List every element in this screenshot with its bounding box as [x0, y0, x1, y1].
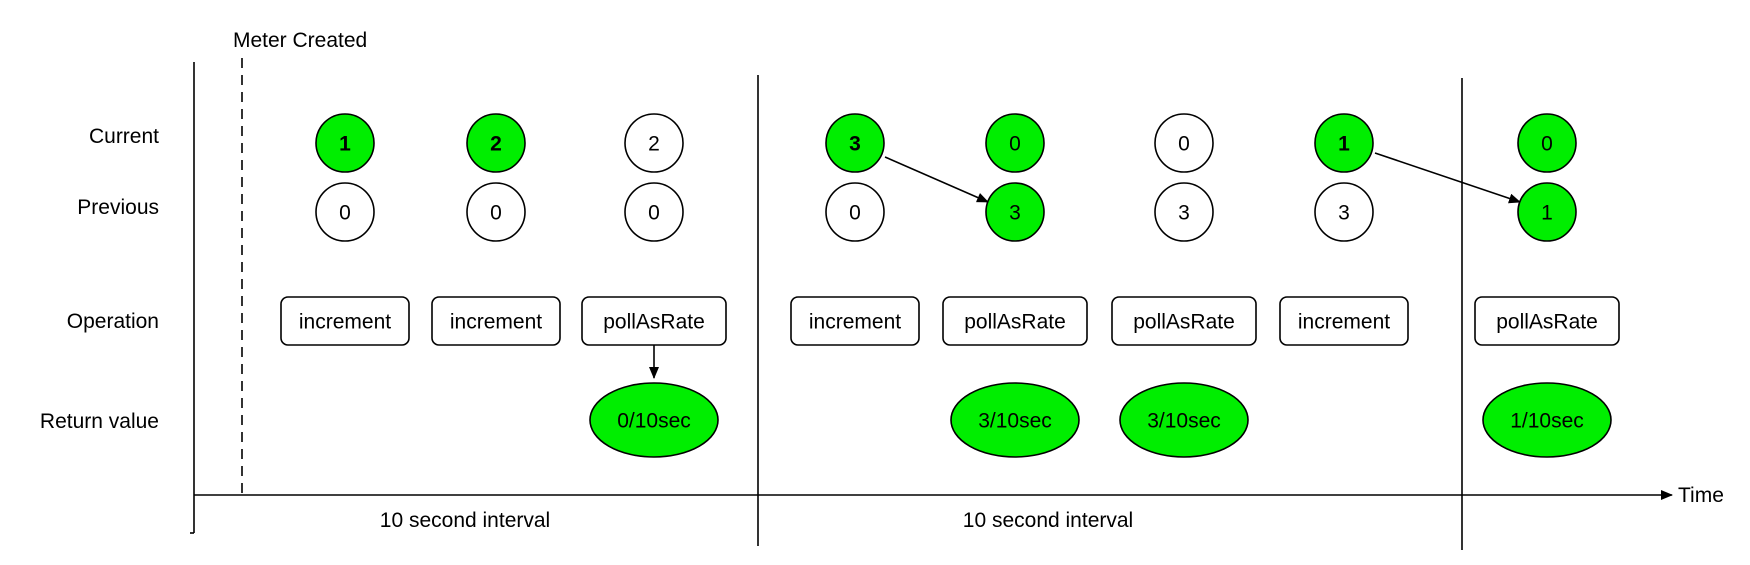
- operation-label: increment: [809, 311, 901, 334]
- operation-box: [280, 296, 410, 346]
- return-value-text: 3/10sec: [978, 410, 1052, 433]
- return-value-text: 1/10sec: [1510, 410, 1584, 433]
- previous-value-circle: [466, 182, 526, 242]
- operation-label: pollAsRate: [1496, 311, 1598, 334]
- previous-value-text: 0: [490, 202, 502, 225]
- current-value-text: 2: [648, 133, 660, 156]
- previous-value-circle: [825, 182, 885, 242]
- previous-value-circle: [985, 182, 1045, 242]
- current-value-text: 0: [1541, 133, 1553, 156]
- arrow-current-3-to-previous-3: [884, 156, 989, 203]
- meter-created-label: Meter Created: [233, 29, 367, 52]
- operation-label: increment: [299, 311, 391, 334]
- current-value-circle: [985, 113, 1045, 173]
- current-value-circle: [1154, 113, 1214, 173]
- previous-value-text: 3: [1178, 202, 1190, 225]
- previous-value-circle: [1154, 182, 1214, 242]
- operation-label: pollAsRate: [1133, 311, 1235, 334]
- operation-label: pollAsRate: [964, 311, 1066, 334]
- operation-box: [1111, 296, 1257, 346]
- previous-value-text: 0: [339, 202, 351, 225]
- return-value-ellipse: [589, 382, 719, 458]
- current-value-circle: [825, 113, 885, 173]
- current-value-circle: [1314, 113, 1374, 173]
- previous-value-text: 3: [1338, 202, 1350, 225]
- previous-value-text: 1: [1541, 202, 1553, 225]
- interval-label-1: 10 second interval: [380, 509, 550, 532]
- operation-label: pollAsRate: [603, 311, 705, 334]
- previous-value-text: 3: [1009, 202, 1021, 225]
- return-value-text: 0/10sec: [617, 410, 691, 433]
- operation-box: [942, 296, 1088, 346]
- return-value-ellipse: [1482, 382, 1612, 458]
- previous-value-text: 0: [849, 202, 861, 225]
- current-value-circle: [315, 113, 375, 173]
- operation-label: increment: [450, 311, 542, 334]
- previous-value-text: 0: [648, 202, 660, 225]
- operation-box: [581, 296, 727, 346]
- timeline-nodes: 1 0 increment 2 0 increment 2 0 pollAsRate 0/10se…: [280, 113, 1620, 458]
- previous-value-circle: [315, 182, 375, 242]
- operation-box: [1279, 296, 1409, 346]
- row-label-return-value: Return value: [40, 410, 159, 433]
- row-label-previous: Previous: [77, 196, 159, 219]
- current-value-text: 0: [1178, 133, 1190, 156]
- operation-box: [1474, 296, 1620, 346]
- arrow-current-1-to-previous-1: [1374, 152, 1521, 204]
- time-axis-label: Time: [1678, 484, 1724, 507]
- current-value-circle: [624, 113, 684, 173]
- operation-label: increment: [1298, 311, 1390, 334]
- current-value-circle: [1517, 113, 1577, 173]
- current-value-text: 2: [490, 133, 502, 156]
- current-value-text: 3: [849, 133, 861, 156]
- interval-label-2: 10 second interval: [963, 509, 1133, 532]
- previous-value-circle: [1517, 182, 1577, 242]
- current-value-circle: [466, 113, 526, 173]
- return-value-text: 3/10sec: [1147, 410, 1221, 433]
- row-label-current: Current: [89, 125, 159, 148]
- row-label-operation: Operation: [67, 310, 159, 333]
- operation-box: [790, 296, 920, 346]
- current-value-text: 1: [339, 133, 351, 156]
- operation-box: [431, 296, 561, 346]
- return-value-ellipse: [950, 382, 1080, 458]
- return-value-ellipse: [1119, 382, 1249, 458]
- current-value-text: 0: [1009, 133, 1021, 156]
- previous-value-circle: [624, 182, 684, 242]
- current-value-text: 1: [1338, 133, 1350, 156]
- previous-value-circle: [1314, 182, 1374, 242]
